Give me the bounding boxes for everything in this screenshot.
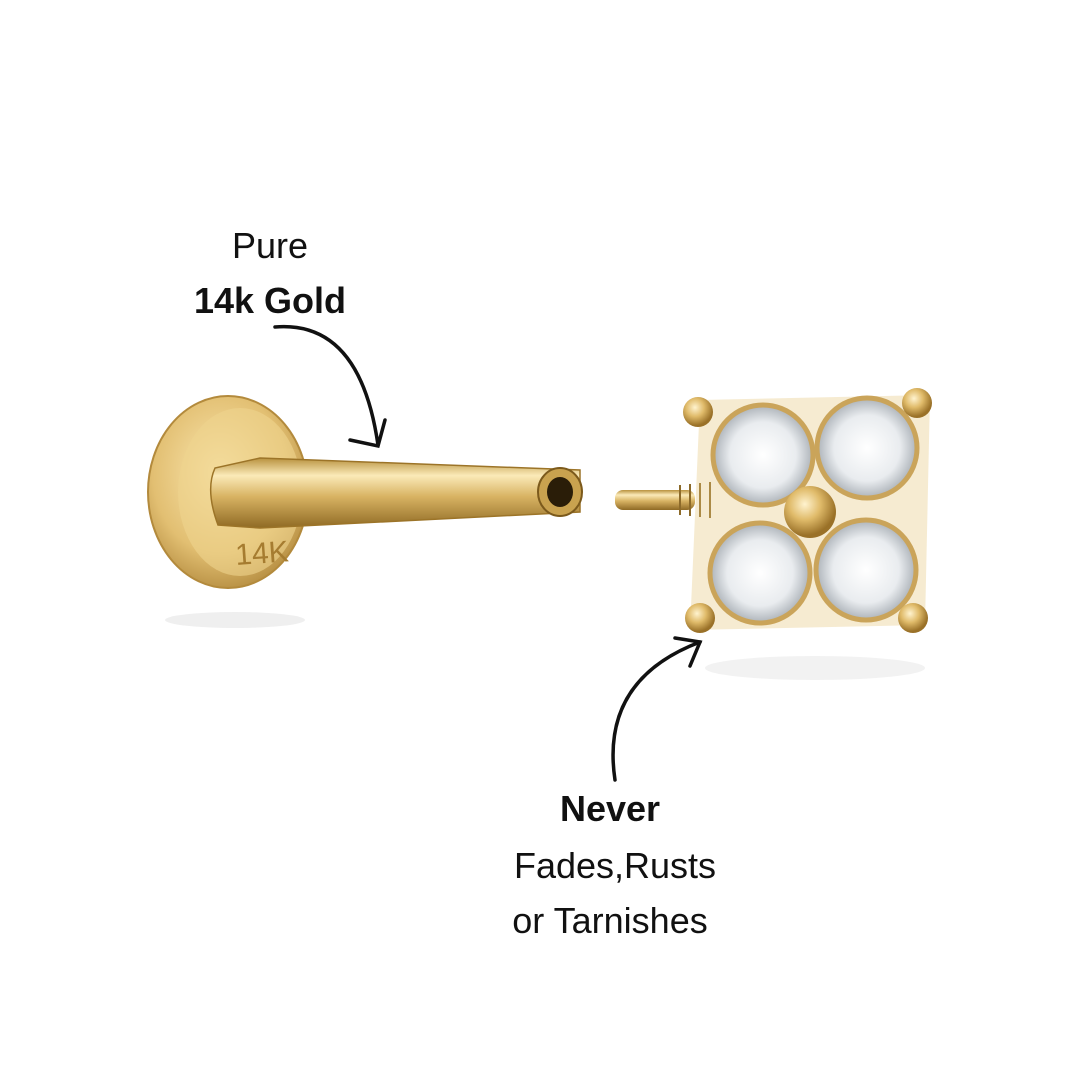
- callout-14k-gold: 14k Gold: [193, 280, 347, 321]
- arrow-to-flower: [611, 636, 703, 782]
- labret-post: [209, 457, 583, 529]
- callout-tarnishes: or Tarnishes: [512, 900, 708, 941]
- callout-pure: Pure: [231, 225, 309, 266]
- callout-fades-rusts: Fades,Rusts: [513, 845, 717, 886]
- callout-never: Never: [559, 788, 661, 829]
- flower-top: [615, 388, 932, 680]
- arrow-to-post: [273, 324, 387, 449]
- engraving-14k: 14K: [234, 535, 290, 572]
